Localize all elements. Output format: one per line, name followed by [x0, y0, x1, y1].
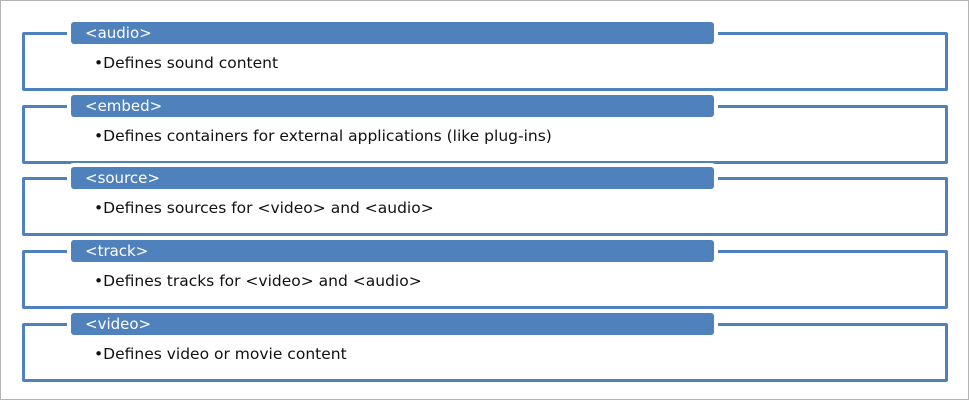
- item-description: •Defines containers for external applica…: [94, 127, 552, 145]
- item-description: •Defines sources for <video> and <audio>: [94, 199, 434, 217]
- list-item-source: <source> •Defines sources for <video> an…: [0, 167, 969, 237]
- item-tag-header: <video>: [71, 313, 714, 335]
- list-item-audio: <audio> •Defines sound content: [0, 22, 969, 92]
- item-description: •Defines video or movie content: [94, 345, 347, 363]
- item-description: •Defines tracks for <video> and <audio>: [94, 272, 422, 290]
- item-tag-header: <embed>: [71, 95, 714, 117]
- item-tag-header: <source>: [71, 167, 714, 189]
- list-item-video: <video> •Defines video or movie content: [0, 313, 969, 383]
- item-description: •Defines sound content: [94, 54, 279, 72]
- list-item-track: <track> •Defines tracks for <video> and …: [0, 240, 969, 310]
- item-tag-header: <audio>: [71, 22, 714, 44]
- list-item-embed: <embed> •Defines containers for external…: [0, 95, 969, 165]
- item-tag-header: <track>: [71, 240, 714, 262]
